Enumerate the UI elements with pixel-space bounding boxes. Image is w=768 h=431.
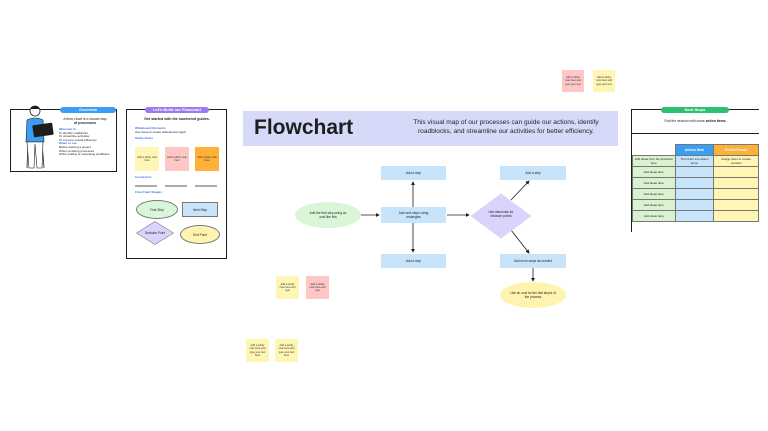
connectors-heading: Connectors [135, 175, 152, 179]
top-sticky-pink[interactable]: Add a sticky note here and type your tex… [562, 70, 584, 92]
overview-title-line1: A flow chart is a visual map [63, 117, 107, 121]
table-row: Add ideas here [632, 188, 759, 200]
row-label[interactable]: Add ideas here [632, 166, 676, 178]
row-person[interactable] [713, 166, 759, 178]
flow-step-bottom[interactable]: Add a step [381, 254, 446, 268]
shape-decision-label: Decision Point [144, 231, 166, 235]
overview-title: A flow chart is a visual map of processe… [56, 117, 114, 125]
table-row: Add ideas from the flowchart here Turn t… [632, 155, 759, 167]
col-action-item: Action Item [674, 144, 715, 156]
row-label[interactable]: Add ideas here [632, 177, 676, 189]
connector-samples [135, 185, 217, 187]
overview-panel: Overview A flow chart is a visual map of… [10, 105, 117, 172]
welcome-item: To streamline activities [59, 134, 90, 139]
shape-next-step-label: Next Step [193, 207, 207, 212]
when-heading: When to use [59, 141, 77, 146]
whiteboard-desc: Use these to create whiteboard magic! [135, 130, 187, 134]
sample-sticky-pink[interactable]: Add a sticky note here [165, 147, 189, 171]
row-label[interactable]: Add ideas here [632, 210, 676, 222]
overview-lists: Welcome to To identify roadblocks To str… [59, 127, 115, 157]
row-action[interactable] [674, 199, 715, 211]
row-person[interactable] [713, 188, 759, 200]
table-row: Add ideas here [632, 166, 759, 178]
canvas-sticky-pink[interactable]: Add a sticky note here and type [306, 276, 329, 299]
when-item: Before starting a project [59, 144, 91, 149]
flow-step-main-label: Add next steps using rectangles [398, 211, 429, 219]
person-with-laptop-illustration [25, 105, 54, 169]
canvas-sticky-yellow[interactable]: Add a sticky note here and type [276, 276, 299, 299]
flow-decision-diamond[interactable] [470, 193, 532, 239]
guide-title: Get started with the numbered guides. [144, 117, 210, 121]
row-person[interactable]: Assign them to a team member [713, 155, 759, 167]
when-item: When scaling or expanding workflows [59, 152, 110, 157]
shape-first-step[interactable]: First Step [136, 200, 178, 219]
row-action[interactable] [674, 188, 715, 200]
sample-sticky-orange[interactable]: Add a sticky note here [195, 147, 219, 171]
sample-sticky-yellow[interactable]: Add a sticky note here [135, 147, 159, 171]
action-items-table: Action Item Point Person Add ideas from … [632, 144, 759, 222]
shape-end-point[interactable]: End Point [180, 225, 220, 244]
table-corner [633, 145, 676, 156]
flow-step-top-label: Add a step [405, 171, 422, 175]
overview-title-line2: of processes [73, 121, 97, 126]
overview-pill: Overview [60, 107, 116, 113]
guide-pill: Let's Build our Flowchart [145, 107, 209, 113]
shape-next-step[interactable]: Next Step [182, 202, 218, 217]
next-steps-pill: Next Steps [661, 107, 729, 113]
next-steps-desc: End the session with some action items. [632, 119, 759, 123]
flow-end-label: Use an oval for the last step/s of the p… [510, 291, 556, 299]
top-sticky-yellow[interactable]: Add a sticky note here and type your tex… [593, 70, 615, 92]
table-row: Add ideas here [632, 177, 759, 189]
row-label[interactable]: Add ideas here [632, 199, 676, 211]
col-point-person: Point Person [713, 144, 759, 156]
row-person[interactable] [713, 210, 759, 222]
row-action[interactable] [674, 210, 715, 222]
flow-start-label: Add the first step using an oval like th… [309, 211, 347, 219]
flow-start-oval[interactable]: Add the first step using an oval like th… [295, 202, 361, 228]
table-header-row: Action Item Point Person [633, 144, 759, 156]
next-steps-divider [632, 133, 759, 134]
row-action[interactable] [674, 166, 715, 178]
flow-step-right-top-label: Add a step [525, 171, 541, 175]
flow-step-bottom-label: Add a step [405, 259, 422, 263]
welcome-heading: Welcome to [59, 127, 76, 131]
shape-decision-diamond[interactable] [136, 221, 174, 245]
when-item: When revisiting processes [59, 148, 95, 153]
shape-first-step-label: First Step [150, 207, 164, 212]
page-title: Flowchart [254, 116, 354, 139]
flow-step-top[interactable]: Add a step [381, 166, 446, 180]
header-description: This visual map of our processes can gui… [413, 119, 599, 135]
canvas-sticky-yellow[interactable]: Add a sticky note here and type your tex… [246, 339, 269, 362]
canvas-sticky-yellow[interactable]: Add a sticky note here and type your tex… [275, 339, 298, 362]
next-steps-desc-prefix: End the session with some [664, 119, 705, 123]
row-label[interactable]: Add ideas from the flowchart here [632, 155, 676, 167]
flow-step-right-bottom-label: Add more steps as needed [513, 259, 553, 263]
flowchart-header: Flowchart This visual map of our process… [243, 111, 618, 146]
welcome-item: To identify roadblocks [59, 130, 88, 135]
next-steps-desc-bold: action items. [705, 119, 727, 123]
flow-step-right-bottom[interactable]: Add more steps as needed [500, 254, 566, 268]
flow-step-right-top[interactable]: Add a step [500, 166, 566, 180]
sticky-heading: Sticky Notes [135, 136, 154, 140]
row-person[interactable] [713, 199, 759, 211]
guide-panel: Let's Build our Flowchart Get started wi… [126, 107, 227, 259]
row-label[interactable]: Add ideas here [632, 188, 676, 200]
whiteboard-heading: Whiteboard Elements [135, 126, 166, 130]
row-person[interactable] [713, 177, 759, 189]
row-action[interactable]: Turn them into action items [674, 155, 715, 167]
flow-decision-label: Use diamonds for decision points [488, 210, 514, 218]
table-row: Add ideas here [632, 210, 759, 222]
table-row: Add ideas here [632, 199, 759, 211]
flow-step-main[interactable]: Add next steps using rectangles [381, 207, 446, 223]
flow-end-oval[interactable]: Use an oval for the last step/s of the p… [500, 282, 566, 308]
welcome-item: To improve overall efficiency [59, 137, 97, 142]
shape-end-point-label: End Point [193, 232, 207, 237]
shapes-heading: Flow Chart Shapes [135, 190, 163, 194]
row-action[interactable] [674, 177, 715, 189]
next-steps-panel: Next Steps End the session with some act… [631, 107, 759, 232]
